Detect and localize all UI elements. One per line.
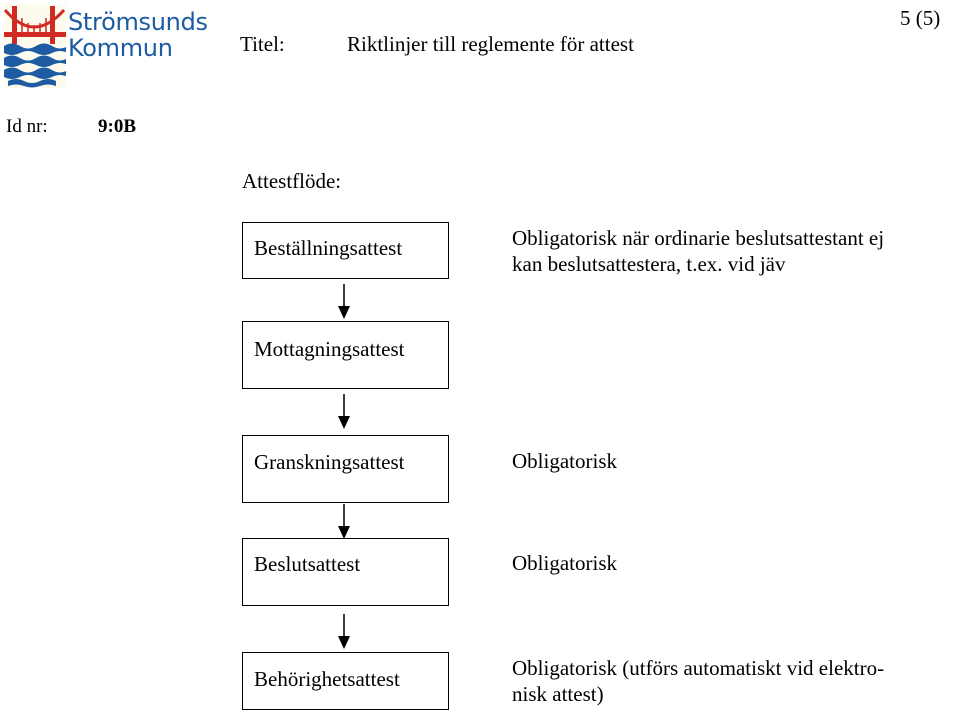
flow-step-bestallningsattest: Beställningsattest: [242, 222, 449, 279]
flow-note-line: Obligatorisk när ordinarie beslutsattest…: [512, 226, 885, 250]
flow-step-label: Granskningsattest: [254, 450, 405, 474]
flow-note-line: nisk attest): [512, 682, 604, 706]
section-title: Attestflöde:: [242, 169, 342, 193]
id-value: 9:0B: [98, 116, 136, 137]
logo-name-line2: Kommun: [68, 34, 173, 62]
down-arrow-icon: [338, 504, 350, 539]
flow-step-behorighetsattest: Behörighetsattest: [242, 652, 449, 710]
flow-step-mottagningsattest: Mottagningsattest: [242, 321, 449, 389]
flow-step-beslutsattest: Beslutsattest: [242, 538, 449, 606]
logo-name-line1: Strömsunds: [68, 8, 208, 36]
municipality-logo: Strömsunds Kommun: [4, 4, 208, 88]
page-number: 5 (5): [900, 6, 941, 30]
title-label: Titel:: [240, 32, 285, 56]
bridge-waves-emblem-icon: [4, 4, 66, 88]
flow-note-line: kan beslutsattestera, t.ex. vid jäv: [512, 252, 786, 276]
flow-step-label: Behörighetsattest: [254, 667, 400, 691]
flow-note-line: Obligatorisk: [512, 551, 617, 575]
flow-step-label: Mottagningsattest: [254, 337, 405, 361]
down-arrow-icon: [338, 394, 350, 429]
flow-note-line: Obligatorisk: [512, 449, 617, 473]
flow-note-line: Obligatorisk (utförs automatiskt vid ele…: [512, 656, 885, 680]
down-arrow-icon: [338, 284, 350, 319]
flow-step-label: Beställningsattest: [254, 236, 403, 260]
flow-step-granskningsattest: Granskningsattest: [242, 435, 449, 503]
id-label: Id nr:: [6, 116, 48, 137]
down-arrow-icon: [338, 614, 350, 649]
flow-step-label: Beslutsattest: [254, 552, 361, 576]
document-title: Riktlinjer till reglemente för attest: [347, 32, 634, 56]
